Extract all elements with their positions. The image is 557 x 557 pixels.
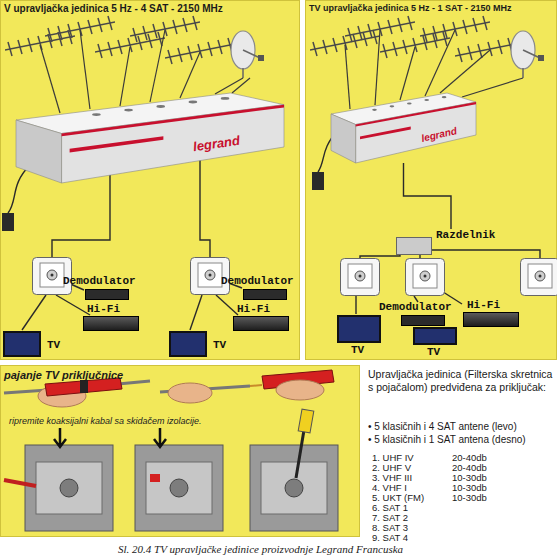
diagram-panel: V upravljačka jedinica 5 Hz - 4 SAT - 21… <box>0 0 300 360</box>
table-cell: 9. SAT 4 <box>372 532 408 544</box>
unit-stripe <box>70 136 164 152</box>
unit-input <box>92 113 101 116</box>
device-label: Hi-Fi <box>87 303 120 315</box>
demodulator-device: Demodulator <box>63 275 145 299</box>
device-label: Demodulator <box>221 275 294 287</box>
device-body <box>243 289 287 300</box>
control-unit: legrand <box>331 93 476 163</box>
device-label: TV <box>427 346 440 358</box>
figure-caption: Sl. 20.4 TV upravljačke jedinice proizvo… <box>118 543 403 555</box>
device-body <box>233 316 289 331</box>
tv-screen <box>413 327 457 345</box>
diagram-panel: TV upravljačka jedinica 5 Hz - 1 SAT - 2… <box>305 0 557 360</box>
unit-stripe <box>62 105 284 137</box>
device-label: TV <box>213 339 226 351</box>
hifi-device: Hi-Fi <box>233 303 293 333</box>
device-body <box>401 315 445 326</box>
unit-outline <box>16 93 284 183</box>
bullet-item: • 5 klasičnih i 1 SAT antena (desno) <box>368 433 526 446</box>
bullet-item: • 5 klasičnih i 4 SAT antene (levo) <box>368 420 517 433</box>
tv-set: TV <box>3 331 67 359</box>
unit-front <box>62 105 284 183</box>
unit-input <box>221 97 230 100</box>
device-label: Razdelnik <box>436 229 495 241</box>
instruction-text: ripremite koaksijalni kabal sa skidačem … <box>9 416 202 426</box>
instruction-panel: pajanje TV priključnice ripremite koaksij… <box>0 365 360 537</box>
splitter-device: Razdelnik <box>396 229 506 257</box>
splitter-body <box>396 237 432 255</box>
unit-stripe <box>360 127 411 140</box>
demodulator-device: Demodulator <box>379 301 461 325</box>
tv-set: TV <box>337 315 381 357</box>
tv-screen <box>3 331 41 357</box>
unit-input <box>189 101 198 104</box>
demodulator-device: Demodulator <box>221 275 301 299</box>
table-cell: 10-30db <box>452 492 487 504</box>
device-body <box>85 289 129 300</box>
description-text: Upravljačka jedinica (Filterska skretnic… <box>368 368 553 394</box>
unit-front <box>356 102 476 163</box>
unit-input <box>156 105 165 108</box>
control-unit: legrand <box>16 93 284 183</box>
unit-input <box>442 96 447 98</box>
section-title: pajanje TV priključnice <box>4 369 123 381</box>
unit-input <box>407 102 412 104</box>
panel-title: TV upravljačka jedinica 5 Hz - 1 SAT - 2… <box>309 3 511 13</box>
unit-stripe <box>356 102 476 127</box>
panel-title: V upravljačka jedinica 5 Hz - 4 SAT - 21… <box>4 3 223 14</box>
tv-set: TV <box>169 331 233 359</box>
device-label: Hi-Fi <box>467 299 500 311</box>
tv-screen <box>337 315 381 343</box>
device-label: TV <box>47 339 60 351</box>
tv-screen <box>169 331 207 357</box>
device-label: TV <box>351 344 364 356</box>
unit-input <box>424 99 429 101</box>
unit-input <box>372 109 377 111</box>
device-label: Hi-Fi <box>237 303 270 315</box>
hifi-device: Hi-Fi <box>463 299 523 329</box>
hifi-device: Hi-Fi <box>83 303 143 333</box>
tv-set: TV <box>413 327 457 359</box>
device-body <box>83 316 139 331</box>
unit-input <box>390 105 395 107</box>
unit-input <box>124 109 133 112</box>
unit-side <box>331 114 356 163</box>
device-label: Demodulator <box>63 275 136 287</box>
unit-side <box>16 120 62 183</box>
device-label: Demodulator <box>379 301 452 313</box>
device-body <box>463 312 519 327</box>
